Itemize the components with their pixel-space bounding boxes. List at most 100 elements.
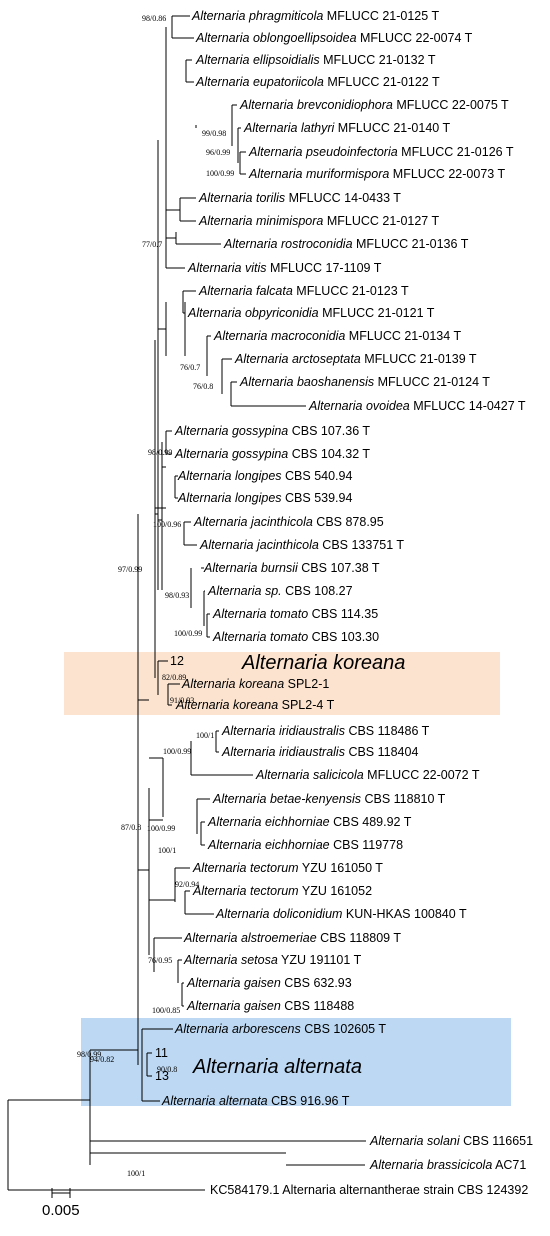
tree-leaf-label: KC584179.1 Alternaria alternantherae str… (210, 1183, 528, 1197)
taxon-voucher: CBS 878.95 (313, 515, 384, 529)
tree-leaf-label: Alternaria ovoidea MFLUCC 14-0427 T (308, 399, 526, 413)
taxon-name: Alternaria tectorum (192, 861, 299, 875)
taxon-name: Alternaria alstroemeriae (183, 931, 317, 945)
taxon-name: Alternaria koreana (181, 677, 284, 691)
alternata-highlight-box (81, 1018, 511, 1106)
taxon-name: Alternaria eichhorniae (207, 838, 330, 852)
taxon-name: Alternaria arctoseptata (234, 352, 361, 366)
taxon-voucher: YZU 161052 (299, 884, 372, 898)
tree-leaf-label: Alternaria betae-kenyensis CBS 118810 T (212, 792, 446, 806)
taxon-voucher: KUN-HKAS 100840 T (342, 907, 466, 921)
taxon-name: Alternaria minimispora (198, 214, 323, 228)
tree-leaf-label: Alternaria baoshanensis MFLUCC 21-0124 T (239, 375, 490, 389)
taxon-name: Alternaria baoshanensis (239, 375, 374, 389)
tree-leaf-label: Alternaria brassicicola AC71 (369, 1158, 526, 1172)
koreana-clade-title: Alternaria koreana (241, 652, 405, 674)
tree-leaf-label: Alternaria koreana SPL2-4 T (175, 698, 335, 712)
taxon-voucher: MFLUCC 22-0072 T (364, 768, 480, 782)
taxon-name: Alternaria longipes (177, 491, 282, 505)
tree-leaf-label: Alternaria solani CBS 116651 (369, 1134, 533, 1148)
tree-leaf-label: Alternaria burnsii CBS 107.38 T (203, 561, 380, 575)
taxon-voucher: MFLUCC 21-0121 T (319, 306, 435, 320)
tree-leaf-label: Alternaria tomato CBS 103.30 (212, 630, 379, 644)
support-value: 76/0.7 (180, 363, 200, 372)
tree-leaf-label: Alternaria eichhorniae CBS 119778 (207, 838, 403, 852)
taxon-voucher: MFLUCC 21-0126 T (398, 145, 514, 159)
taxon-voucher: SPL2-1 (284, 677, 329, 691)
tree-leaf-label: Alternaria vitis MFLUCC 17-1109 T (187, 261, 382, 275)
taxon-voucher: MFLUCC 21-0124 T (374, 375, 490, 389)
tree-leaf-label: Alternaria lathyri MFLUCC 21-0140 T (243, 121, 450, 135)
support-value: 100/0.99 (163, 747, 191, 756)
taxon-voucher: MFLUCC 21-0127 T (323, 214, 439, 228)
taxon-name: Alternaria betae-kenyensis (212, 792, 361, 806)
taxon-voucher: MFLUCC 21-0136 T (353, 237, 469, 251)
taxon-name: Alternaria salicicola (255, 768, 364, 782)
tree-leaf-label: Alternaria iridiaustralis CBS 118404 (221, 745, 418, 759)
taxon-name: Alternaria muriformispora (248, 167, 389, 181)
tree-leaf-label: Alternaria koreana SPL2-1 (181, 677, 329, 691)
tree-leaf-label: Alternaria oblongoellipsoidea MFLUCC 22-… (195, 31, 473, 45)
taxon-name: Alternaria gaisen (186, 999, 281, 1013)
support-value: 100/1 (158, 846, 176, 855)
taxon-name: Alternaria ovoidea (308, 399, 410, 413)
taxon-name: Alternaria obpyriconidia (187, 306, 319, 320)
support-value: 94/0.82 (90, 1055, 114, 1064)
taxon-name: Alternaria lathyri (243, 121, 336, 135)
tree-leaf-label: 11 (155, 1046, 168, 1060)
taxon-name: Alternaria gaisen (186, 976, 281, 990)
tree-leaf-label: Alternaria gaisen CBS 118488 (186, 999, 354, 1013)
taxon-voucher: CBS 103.30 (308, 630, 379, 644)
tree-leaf-label: Alternaria muriformispora MFLUCC 22-0073… (248, 167, 505, 181)
taxon-name: Alternaria jacinthicola (199, 538, 319, 552)
taxon-name: Alternaria iridiaustralis (221, 724, 345, 738)
taxon-voucher: MFLUCC 14-0427 T (410, 399, 526, 413)
taxon-voucher: CBS 133751 T (319, 538, 405, 552)
taxon-voucher: CBS 119778 (330, 838, 403, 852)
tree-leaf-label: Alternaria minimispora MFLUCC 21-0127 T (198, 214, 440, 228)
taxon-name: Alternaria oblongoellipsoidea (195, 31, 357, 45)
taxon-name: Alternaria torilis (198, 191, 285, 205)
tree-leaf-label: Alternaria brevconidiophora MFLUCC 22-00… (239, 98, 509, 112)
taxon-name: Alternaria tomato (212, 630, 308, 644)
tree-leaf-label: Alternaria tectorum YZU 161050 T (192, 861, 383, 875)
taxon-name: Alternaria brevconidiophora (239, 98, 393, 112)
support-value: 87/0.8 (121, 823, 141, 832)
tree-leaf-label: Alternaria tectorum YZU 161052 (192, 884, 372, 898)
taxon-voucher: MFLUCC 21-0140 T (334, 121, 450, 135)
tree-support-values: 98/0.8699/0.9896/0.99100/0.9977/0.776/0.… (77, 14, 234, 1178)
tree-leaf-label: Alternaria phragmiticola MFLUCC 21-0125 … (191, 9, 439, 23)
tree-leaf-label: Alternaria doliconidium KUN-HKAS 100840 … (215, 907, 467, 921)
taxon-name: Alternaria ellipsoidialis (195, 53, 320, 67)
taxon-voucher: SPL2-4 T (278, 698, 334, 712)
tree-leaf-label: 12 (170, 654, 184, 668)
taxon-name: Alternaria phragmiticola (191, 9, 323, 23)
support-value: 100/1 (196, 731, 214, 740)
tree-leaf-label: Alternaria longipes CBS 540.94 (177, 469, 352, 483)
taxon-voucher: MFLUCC 17-1109 T (267, 261, 382, 275)
tree-leaf-label: Alternaria setosa YZU 191101 T (183, 953, 362, 967)
taxon-voucher: CBS 104.32 T (288, 447, 370, 461)
taxon-voucher: CBS 118486 T (345, 724, 430, 738)
support-value: 76/0.95 (148, 956, 172, 965)
tree-leaf-label: Alternaria sp. CBS 108.27 (207, 584, 353, 598)
taxon-name: Alternaria pseudoinfectoria (248, 145, 398, 159)
tree-leaf-label: Alternaria arborescens CBS 102605 T (174, 1022, 386, 1036)
tree-leaf-label: 13 (155, 1069, 169, 1083)
support-value: 100/1 (127, 1169, 145, 1178)
taxon-name: Alternaria gossypina (174, 424, 288, 438)
tree-leaf-label: Alternaria salicicola MFLUCC 22-0072 T (255, 768, 480, 782)
taxon-voucher: MFLUCC 21-0132 T (320, 53, 436, 67)
tree-leaf-label: Alternaria jacinthicola CBS 133751 T (199, 538, 404, 552)
taxon-name: Alternaria sp. (207, 584, 282, 598)
support-value: 96/0.99 (206, 148, 230, 157)
taxon-voucher: CBS 489.92 T (330, 815, 412, 829)
koreana-highlight-box (64, 652, 500, 715)
support-value: 97/0.99 (118, 565, 142, 574)
taxon-voucher: MFLUCC 14-0433 T (285, 191, 401, 205)
taxon-voucher: CBS 114.35 (308, 607, 378, 621)
tree-leaf-label: Alternaria falcata MFLUCC 21-0123 T (198, 284, 409, 298)
taxon-voucher: CBS 102605 T (301, 1022, 387, 1036)
taxon-voucher: YZU 191101 T (278, 953, 362, 967)
